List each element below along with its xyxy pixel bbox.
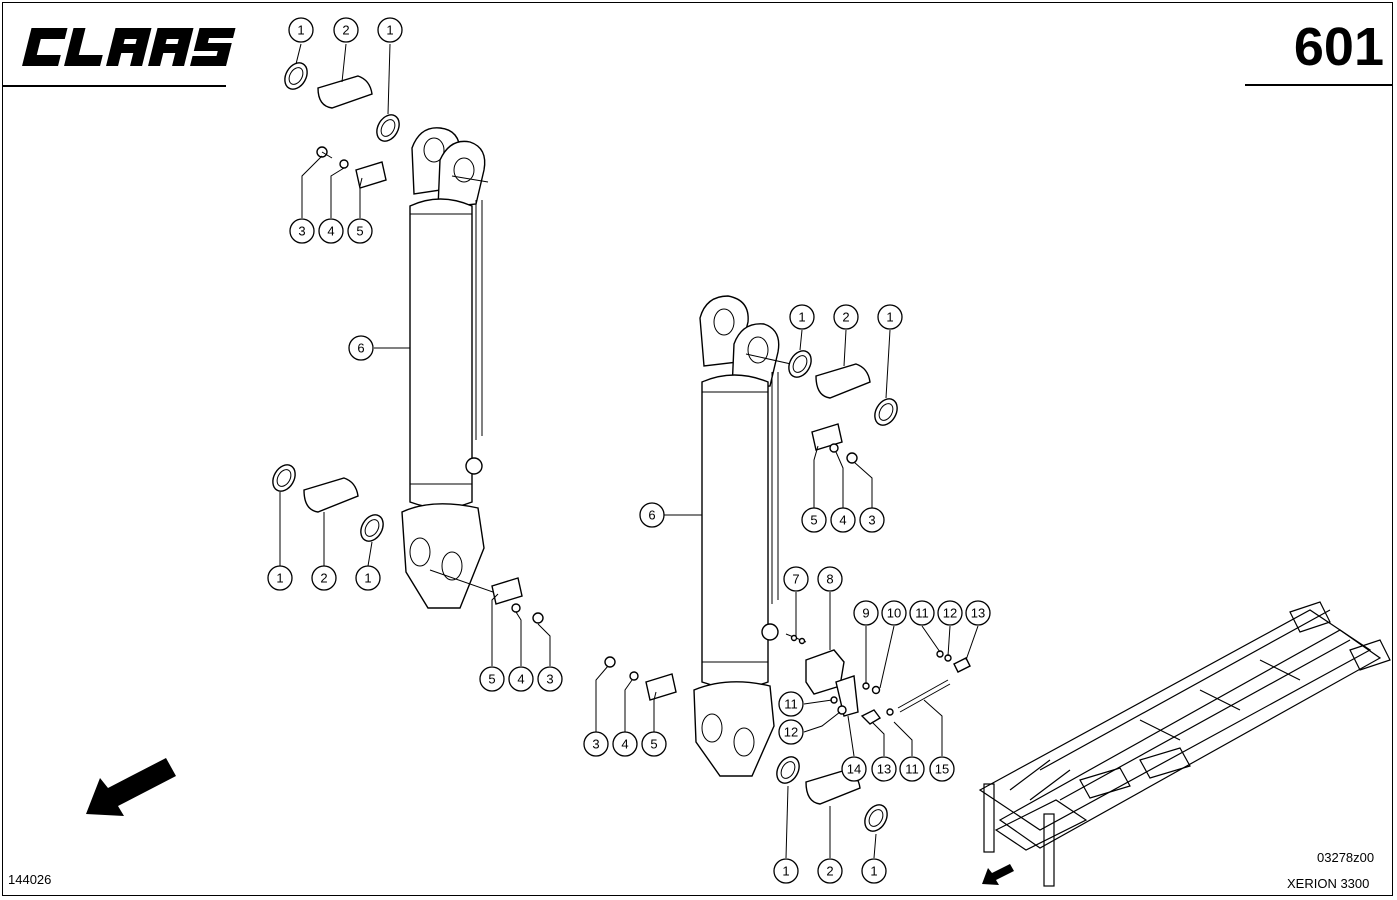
svg-text:11: 11 bbox=[915, 606, 929, 621]
callout-12: 12 bbox=[937, 600, 963, 626]
svg-text:5: 5 bbox=[488, 672, 495, 687]
svg-text:10: 10 bbox=[887, 606, 901, 621]
callout-5: 5 bbox=[641, 731, 667, 757]
callout-10: 10 bbox=[881, 600, 907, 626]
svg-text:6: 6 bbox=[357, 341, 364, 356]
svg-text:2: 2 bbox=[826, 864, 833, 879]
callout-14: 14 bbox=[841, 756, 867, 782]
callout-5: 5 bbox=[347, 218, 373, 244]
callout-4: 4 bbox=[508, 666, 534, 692]
callout-6: 6 bbox=[639, 502, 665, 528]
leader-lines bbox=[279, 43, 979, 859]
right-top-pin-parts bbox=[788, 350, 898, 464]
svg-text:2: 2 bbox=[320, 571, 327, 586]
callout-6: 6 bbox=[348, 335, 374, 361]
callout-1: 1 bbox=[773, 858, 799, 884]
left-bottom-pin-parts bbox=[272, 464, 544, 624]
callout-15: 15 bbox=[929, 756, 955, 782]
svg-text:4: 4 bbox=[327, 224, 334, 239]
callout-5: 5 bbox=[801, 507, 827, 533]
callout-1: 1 bbox=[877, 304, 903, 330]
callout-3: 3 bbox=[859, 507, 885, 533]
callout-11: 11 bbox=[909, 600, 935, 626]
claas-logo bbox=[14, 18, 238, 76]
logo-underline bbox=[2, 85, 226, 87]
callout-1: 1 bbox=[377, 17, 403, 43]
svg-text:3: 3 bbox=[592, 737, 599, 752]
callout-2: 2 bbox=[833, 304, 859, 330]
svg-text:11: 11 bbox=[905, 762, 919, 777]
svg-text:1: 1 bbox=[297, 23, 304, 38]
image-code: 03278z00 bbox=[1317, 850, 1375, 865]
svg-text:5: 5 bbox=[356, 224, 363, 239]
drawing-number: 144026 bbox=[8, 872, 52, 887]
left-hydraulic-cylinder bbox=[401, 127, 511, 609]
sensor-assembly bbox=[785, 633, 971, 725]
svg-text:4: 4 bbox=[517, 672, 524, 687]
callout-4: 4 bbox=[830, 507, 856, 533]
page-number: 601 bbox=[1293, 17, 1384, 77]
callout-2: 2 bbox=[817, 858, 843, 884]
callout-3: 3 bbox=[537, 666, 563, 692]
right-hydraulic-cylinder bbox=[693, 295, 801, 777]
direction-arrow-icon bbox=[86, 758, 176, 816]
callout-1: 1 bbox=[789, 304, 815, 330]
callout-7: 7 bbox=[783, 566, 809, 592]
callout-3: 3 bbox=[289, 218, 315, 244]
svg-text:8: 8 bbox=[826, 572, 833, 587]
svg-text:12: 12 bbox=[784, 725, 798, 740]
callout-9: 9 bbox=[853, 600, 879, 626]
svg-text:1: 1 bbox=[276, 571, 283, 586]
svg-text:3: 3 bbox=[298, 224, 305, 239]
svg-text:1: 1 bbox=[886, 310, 893, 325]
svg-text:12: 12 bbox=[943, 606, 957, 621]
callout-5: 5 bbox=[479, 666, 505, 692]
callout-11: 11 bbox=[778, 691, 804, 717]
callout-4: 4 bbox=[318, 218, 344, 244]
svg-text:13: 13 bbox=[877, 762, 891, 777]
callout-13: 13 bbox=[965, 600, 991, 626]
claas-logo-graphic bbox=[22, 28, 236, 66]
callout-1: 1 bbox=[267, 565, 293, 591]
svg-text:11: 11 bbox=[784, 697, 798, 712]
small-direction-arrow-icon bbox=[982, 864, 1014, 885]
machine-frame-overview bbox=[978, 601, 1391, 887]
callout-13: 13 bbox=[871, 756, 897, 782]
svg-text:4: 4 bbox=[621, 737, 628, 752]
callout-4: 4 bbox=[612, 731, 638, 757]
svg-text:3: 3 bbox=[868, 513, 875, 528]
svg-text:2: 2 bbox=[342, 23, 349, 38]
callout-1: 1 bbox=[288, 17, 314, 43]
svg-text:2: 2 bbox=[842, 310, 849, 325]
svg-text:1: 1 bbox=[870, 864, 877, 879]
svg-text:1: 1 bbox=[364, 571, 371, 586]
svg-text:4: 4 bbox=[839, 513, 846, 528]
svg-text:14: 14 bbox=[847, 762, 861, 777]
callout-8: 8 bbox=[817, 566, 843, 592]
left-top-pin-parts bbox=[284, 62, 400, 189]
callout-1: 1 bbox=[861, 858, 887, 884]
callout-1: 1 bbox=[355, 565, 381, 591]
callout-12: 12 bbox=[778, 719, 804, 745]
svg-text:1: 1 bbox=[798, 310, 805, 325]
svg-text:5: 5 bbox=[650, 737, 657, 752]
model-name: XERION 3300 bbox=[1287, 876, 1370, 891]
svg-text:3: 3 bbox=[546, 672, 553, 687]
svg-text:5: 5 bbox=[810, 513, 817, 528]
svg-text:15: 15 bbox=[935, 762, 949, 777]
callout-2: 2 bbox=[333, 17, 359, 43]
callout-11: 11 bbox=[899, 756, 925, 782]
svg-text:6: 6 bbox=[648, 508, 655, 523]
svg-text:1: 1 bbox=[782, 864, 789, 879]
callout-3: 3 bbox=[583, 731, 609, 757]
svg-text:9: 9 bbox=[862, 606, 869, 621]
svg-text:7: 7 bbox=[792, 572, 799, 587]
callout-2: 2 bbox=[311, 565, 337, 591]
svg-text:1: 1 bbox=[386, 23, 393, 38]
page-number-underline bbox=[1245, 84, 1393, 86]
svg-text:13: 13 bbox=[971, 606, 985, 621]
